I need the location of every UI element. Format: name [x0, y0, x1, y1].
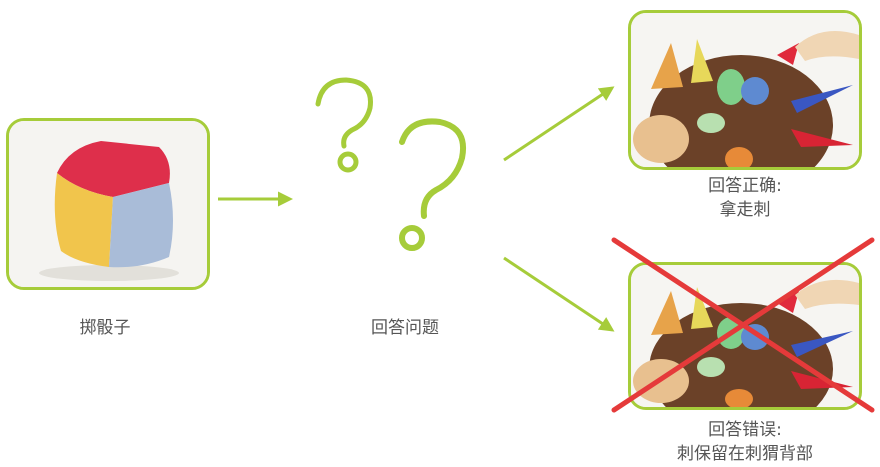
- arrow-icon: [503, 86, 615, 162]
- hedgehog-illustration: [631, 13, 859, 167]
- dice-photo: [6, 118, 210, 290]
- correct-answer-line2: 拿走刺: [719, 200, 771, 220]
- wrong-answer-line1: 回答错误:: [708, 420, 782, 440]
- correct-answer-line1: 回答正确:: [708, 176, 782, 196]
- hedgehog-illustration: [631, 265, 859, 407]
- wrong-answer-line2: 刺保留在刺猬背部: [677, 444, 813, 464]
- step-answer-question-label: 回答问题: [371, 318, 439, 338]
- correct-answer-photo: [628, 10, 862, 170]
- question-mark-icon: [399, 118, 466, 251]
- question-mark-icon: [315, 77, 373, 173]
- step-roll-dice-label: 掷骰子: [79, 318, 131, 338]
- dice-illustration: [9, 121, 207, 287]
- correct-answer-label: 回答正确: 拿走刺: [690, 174, 800, 222]
- wrong-answer-photo: [628, 262, 862, 410]
- wrong-answer-label: 回答错误: 刺保留在刺猬背部: [650, 418, 840, 466]
- arrow-icon: [503, 256, 615, 332]
